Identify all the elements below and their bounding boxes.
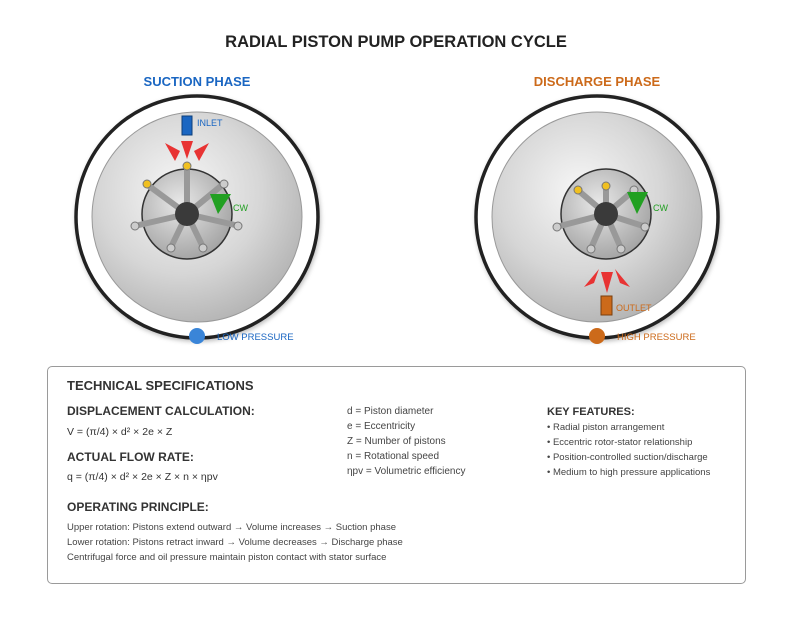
variable-definition: Z = Number of pistons bbox=[347, 436, 446, 447]
outlet-port bbox=[600, 295, 613, 316]
high-pressure-indicator bbox=[589, 328, 605, 344]
piston-head bbox=[142, 179, 152, 189]
feature-item: • Radial piston arrangement bbox=[547, 422, 665, 433]
piston-head bbox=[166, 243, 176, 253]
suction-pump: SUCTION PHASE INLET CW LOW PRE bbox=[74, 74, 320, 344]
low-pressure-indicator bbox=[189, 328, 205, 344]
rotation-arrow-icon bbox=[627, 192, 648, 214]
specs-title: TECHNICAL SPECIFICATIONS bbox=[67, 378, 254, 393]
feature-item: • Medium to high pressure applications bbox=[547, 467, 711, 478]
displacement-formula: V = (π/4) × d² × 2e × Z bbox=[67, 426, 173, 438]
suction-arrow-icon bbox=[181, 141, 193, 159]
features-heading: KEY FEATURES: bbox=[547, 406, 635, 418]
piston-head bbox=[552, 222, 562, 232]
piston-head bbox=[640, 222, 650, 232]
suction-arrow-icon bbox=[194, 143, 209, 161]
piston-head bbox=[616, 244, 626, 254]
suction-arrow-icon bbox=[165, 143, 180, 161]
rotation-label: CW bbox=[233, 203, 248, 213]
rotation-label: CW bbox=[653, 203, 668, 213]
piston-head bbox=[182, 161, 192, 171]
rotor-hub bbox=[175, 202, 199, 226]
inlet-label: INLET bbox=[197, 118, 223, 128]
rotation-arrow-icon bbox=[210, 194, 231, 214]
feature-item: • Position-controlled suction/discharge bbox=[547, 452, 708, 463]
feature-item: • Eccentric rotor-stator relationship bbox=[547, 437, 693, 448]
principle-heading: OPERATING PRINCIPLE: bbox=[67, 500, 209, 514]
piston-head bbox=[130, 221, 140, 231]
discharge-arrow-icon bbox=[584, 269, 599, 287]
piston-head bbox=[586, 244, 596, 254]
variable-definition: e = Eccentricity bbox=[347, 421, 416, 432]
discharge-arrow-icon bbox=[615, 269, 630, 287]
outlet-label: OUTLET bbox=[616, 303, 652, 313]
low-pressure-label: LOW PRESSURE bbox=[217, 332, 294, 343]
flow-formula: q = (π/4) × d² × 2e × Z × n × ηpv bbox=[67, 471, 218, 483]
piston-head bbox=[601, 181, 611, 191]
variable-definition: ηpv = Volumetric efficiency bbox=[347, 466, 466, 477]
principle-line: Centrifugal force and oil pressure maint… bbox=[67, 552, 387, 563]
piston-head bbox=[573, 185, 583, 195]
discharge-pump: DISCHARGE PHASE CW OUTLET HIGH bbox=[474, 74, 720, 344]
rotor-hub bbox=[594, 202, 618, 226]
variable-definition: n = Rotational speed bbox=[347, 451, 440, 462]
inlet-port bbox=[181, 115, 193, 136]
principle-line: Upper rotation: Pistons extend outward →… bbox=[67, 522, 396, 533]
suction-phase-title: SUCTION PHASE bbox=[144, 74, 251, 89]
discharge-arrow-icon bbox=[601, 272, 613, 293]
high-pressure-label: HIGH PRESSURE bbox=[617, 332, 696, 343]
piston-head bbox=[198, 243, 208, 253]
page-title: RADIAL PISTON PUMP OPERATION CYCLE bbox=[225, 33, 567, 51]
principle-line: Lower rotation: Pistons retract inward →… bbox=[67, 537, 403, 548]
displacement-heading: DISPLACEMENT CALCULATION: bbox=[67, 404, 255, 418]
piston-head bbox=[219, 179, 229, 189]
flow-heading: ACTUAL FLOW RATE: bbox=[67, 450, 194, 464]
variable-definition: d = Piston diameter bbox=[347, 406, 434, 417]
discharge-phase-title: DISCHARGE PHASE bbox=[534, 74, 661, 89]
specs-panel bbox=[47, 366, 746, 584]
piston-head bbox=[233, 221, 243, 231]
